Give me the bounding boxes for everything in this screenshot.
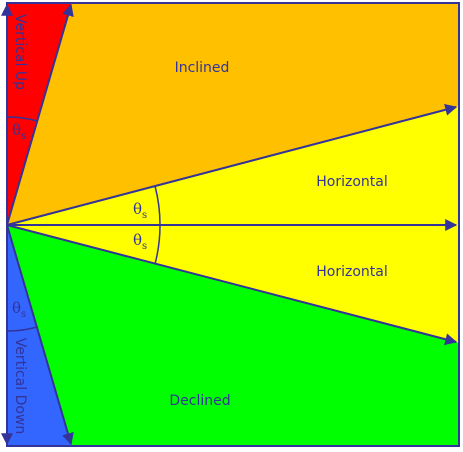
theta-subscript: s xyxy=(142,210,147,221)
horizontal-lower-label: Horizontal xyxy=(316,264,387,280)
theta-label-lower-horizontal: θs xyxy=(133,231,147,252)
lower-horizontal-boundary-arrow xyxy=(6,224,458,346)
theta-symbol: θ xyxy=(133,200,142,218)
theta-symbol: θ xyxy=(12,121,21,139)
angle-arc-vertical-up xyxy=(6,116,38,122)
upper-horizontal-boundary-arrow xyxy=(6,103,458,226)
upper-steep-boundary-arrow xyxy=(6,3,74,226)
lower-steep-boundary-arrow xyxy=(6,224,74,446)
angle-arc-upper-horizontal xyxy=(154,185,161,226)
inclined-region xyxy=(7,3,459,225)
theta-label-vertical-up: θs xyxy=(12,121,26,142)
theta-subscript: s xyxy=(142,241,147,252)
vertical-down-label: Vertical Down xyxy=(12,338,28,435)
theta-subscript: s xyxy=(21,131,26,142)
horizontal-upper-label: Horizontal xyxy=(316,174,387,190)
angle-arc-lower-horizontal xyxy=(154,224,161,265)
angle-arc-vertical-down xyxy=(6,326,38,332)
declined-region xyxy=(7,225,459,446)
vertical-up-label: Vertical Up xyxy=(12,14,28,90)
inclined-label: Inclined xyxy=(175,60,230,76)
theta-label-upper-horizontal: θs xyxy=(133,200,147,221)
theta-symbol: θ xyxy=(12,299,21,317)
theta-symbol: θ xyxy=(133,231,142,249)
theta-label-vertical-down: θs xyxy=(12,299,26,320)
theta-subscript: s xyxy=(21,309,26,320)
declined-label: Declined xyxy=(169,393,230,409)
